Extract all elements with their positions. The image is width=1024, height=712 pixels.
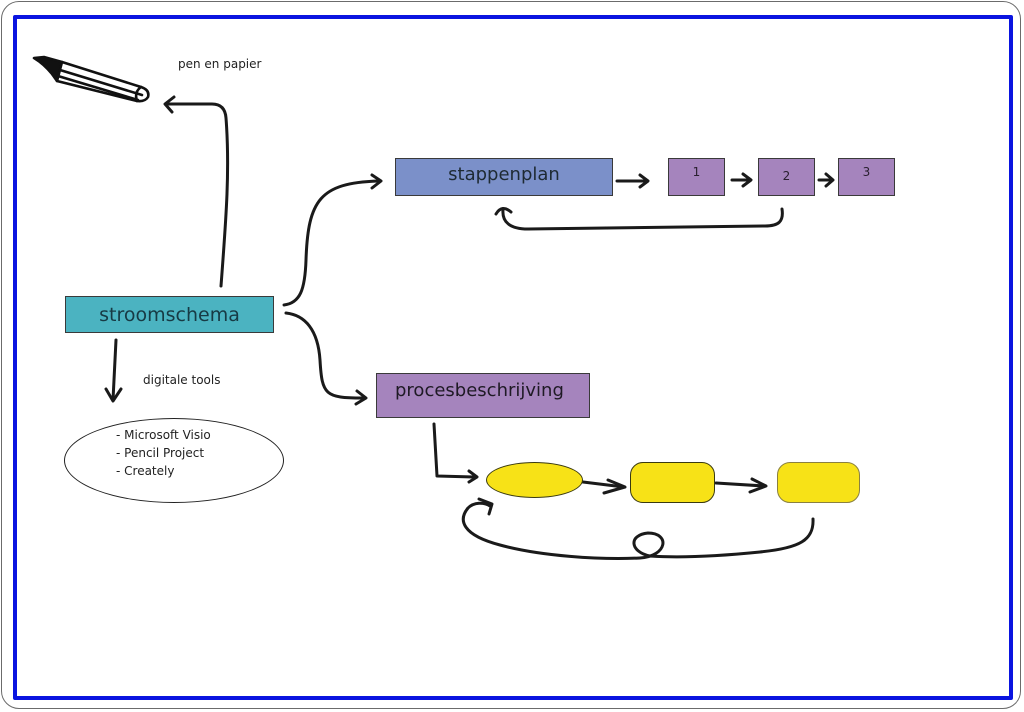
feedback-loop-stappen — [501, 207, 784, 231]
stroomschema-node[interactable]: stroomschema — [65, 296, 274, 333]
arrowhead-2-3 — [824, 172, 835, 188]
pencil-icon — [32, 55, 150, 103]
canvas-border — [13, 15, 1013, 700]
arrowhead-digital — [104, 387, 123, 403]
arrowhead-y2-y3 — [748, 477, 768, 494]
connector-to-pen — [166, 102, 230, 288]
digital-tools-ellipse[interactable] — [64, 418, 284, 503]
pen-en-papier-label: pen en papier — [178, 57, 262, 71]
connector-to-digital — [111, 338, 118, 402]
arrowhead-proces-flow — [467, 469, 479, 484]
arrowhead-proces — [354, 389, 368, 406]
arrowhead-pen — [163, 95, 176, 114]
digitale-tools-label: digitale tools — [143, 373, 221, 387]
arrowhead-stappenplan — [370, 173, 383, 190]
step-1-node[interactable]: 1 — [668, 158, 725, 196]
process-start-ellipse[interactable] — [486, 462, 583, 498]
tool-item: - Pencil Project — [116, 446, 205, 460]
step-2-node[interactable]: 2 — [758, 158, 815, 196]
connector-to-proces — [284, 311, 365, 400]
step-3-node[interactable]: 3 — [838, 158, 895, 196]
arrowhead-1-2 — [741, 172, 753, 188]
process-step-rounded-box-2[interactable] — [777, 462, 860, 503]
process-step-rounded-box-1[interactable] — [630, 462, 715, 503]
connector-to-stappenplan — [282, 179, 380, 307]
connector-y1-y2 — [581, 480, 626, 489]
connector-y2-y3 — [714, 481, 766, 488]
procesbeschrijving-node[interactable]: procesbeschrijving — [376, 373, 590, 418]
tool-item: - Microsoft Visio — [116, 428, 211, 442]
connector-proces-flow — [432, 422, 476, 479]
arrowhead-y1-y2 — [602, 478, 627, 495]
stappenplan-node[interactable]: stappenplan — [395, 158, 613, 196]
arrowhead-stappen-1 — [638, 173, 650, 189]
feedback-loop-proces — [461, 501, 815, 560]
tool-item: - Creately — [116, 464, 175, 478]
arrowhead-feedback-proces — [477, 497, 494, 516]
arrowhead-feedback-stappen — [494, 207, 513, 216]
digital-tools-list: - Microsoft Visio - Pencil Project - Cre… — [116, 426, 211, 480]
